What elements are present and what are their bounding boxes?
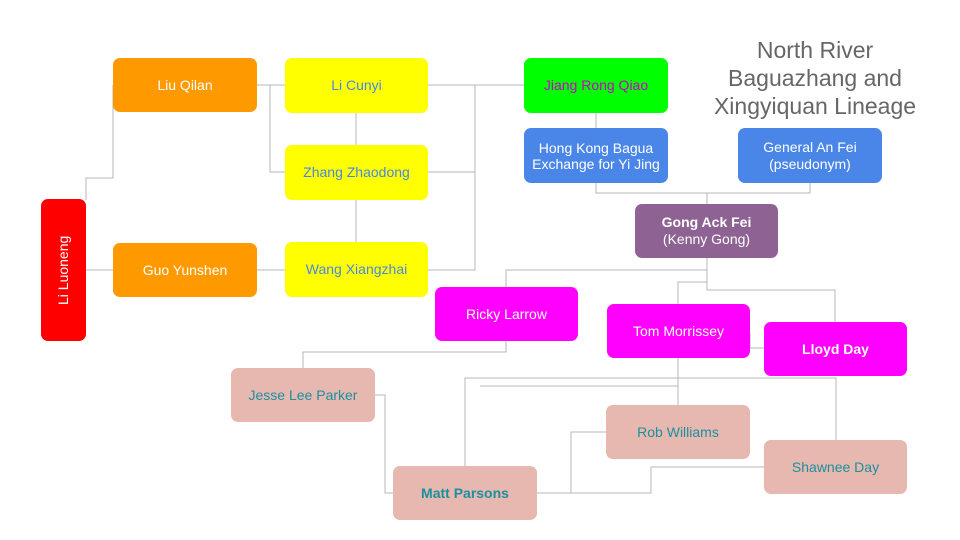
connector-hong-kong-gong [595,183,708,204]
connector-li-luoneng-liu-qilan [85,85,114,200]
connector-ricky-jesse [302,341,507,368]
node-label: Shawnee Day [791,458,880,475]
node-wang-xiangzhai: Wang Xiangzhai [285,242,428,297]
node-label: Wang Xiangzhai [305,261,408,277]
node-label: Hong Kong Bagua Exchange for Yi Jing [532,139,660,172]
node-label: Zhang Zhaodong [303,164,410,180]
node-label: Ricky Larrow [466,305,547,322]
node-guo-yunshen: Guo Yunshen [113,243,257,297]
node-label-alias: (Kenny Gong) [662,231,751,247]
node-ricky-larrow: Ricky Larrow [435,287,578,341]
node-tom-morrissey: Tom Morrissey [607,304,750,358]
node-label: General An Fei (pseudonym) [763,138,857,172]
node-label: Li Cunyi [331,77,382,93]
node-label: Rob Williams [637,423,719,440]
node-label: Tom Morrissey [632,322,724,339]
node-general-an-fei: General An Fei (pseudonym) [738,128,882,183]
node-label: Jiang Rong Qiao [543,77,649,93]
node-label-name: Gong Ack Fei [661,214,752,230]
node-li-luoneng: Li Luoneng [41,199,86,341]
connector-gong-lloyd [706,282,836,322]
connector-gong-tom [677,270,708,304]
node-jiang-rong-qiao: Jiang Rong Qiao [524,58,668,113]
node-gong-ack-fei: Gong Ack Fei (Kenny Gong) [635,204,778,258]
node-label: Liu Qilan [157,76,213,93]
connector-gong-ricky [505,258,708,287]
node-label: Matt Parsons [421,484,509,501]
node-shawnee-day: Shawnee Day [764,440,907,494]
connector-bus-upper [464,377,837,467]
connector-jesse-matt [375,394,393,494]
node-liu-qilan: Liu Qilan [113,58,257,112]
node-label: Jesse Lee Parker [248,386,358,403]
connector-an-fei-gong [707,183,811,194]
connector-tom-lloyd [749,333,764,349]
node-matt-parsons: Matt Parsons [393,466,537,520]
node-label: Li Luoneng [55,235,71,305]
node-rob-williams: Rob Williams [606,405,750,459]
node-zhang-zhaodong: Zhang Zhaodong [285,145,428,200]
node-label: Lloyd Day [802,340,869,357]
connector-matt-shawnee [537,466,764,494]
node-hong-kong-bagua-exchange: Hong Kong Bagua Exchange for Yi Jing [524,128,668,183]
node-li-cunyi: Li Cunyi [285,58,428,113]
node-lloyd-day: Lloyd Day [764,322,907,376]
connector-liu-qilan-zhang-zhaodong [269,85,285,173]
connector-matt-rob [537,431,606,494]
node-jesse-lee-parker: Jesse Lee Parker [231,368,375,422]
node-label: Guo Yunshen [142,261,228,278]
diagram-title: North River Baguazhang and Xingyiquan Li… [713,37,917,119]
connector-wang-xiangzhai-bus [428,85,476,271]
